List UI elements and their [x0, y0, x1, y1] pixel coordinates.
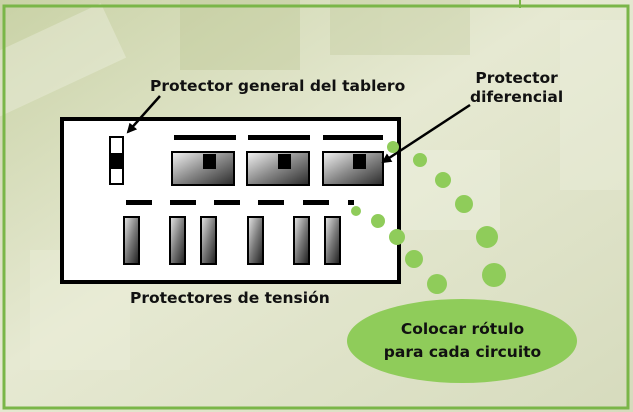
differential-breakers	[171, 135, 384, 186]
callout-text-line2: para cada circuito	[383, 343, 542, 361]
voltage-protector-breakers	[123, 216, 341, 265]
callout-text-line1: Colocar rótulo	[400, 320, 525, 338]
differential-label-line2: diferencial	[470, 88, 564, 106]
green-frame	[2, 4, 630, 410]
differential-label: Protector diferencial	[470, 69, 563, 107]
differential-arrow	[381, 103, 471, 164]
small-breaker-bars	[126, 200, 354, 205]
voltage-protectors-label: Protectores de tensión	[130, 289, 330, 307]
callout-bubble	[347, 299, 577, 383]
callout-dots	[351, 141, 506, 294]
main-breaker-arrow	[126, 95, 161, 134]
callout-text: Colocar rótulo para cada circuito	[345, 306, 580, 376]
differential-label-line1: Protector	[475, 69, 558, 87]
main-breaker-label: Protector general del tablero	[150, 77, 406, 95]
main-breaker	[109, 136, 124, 185]
